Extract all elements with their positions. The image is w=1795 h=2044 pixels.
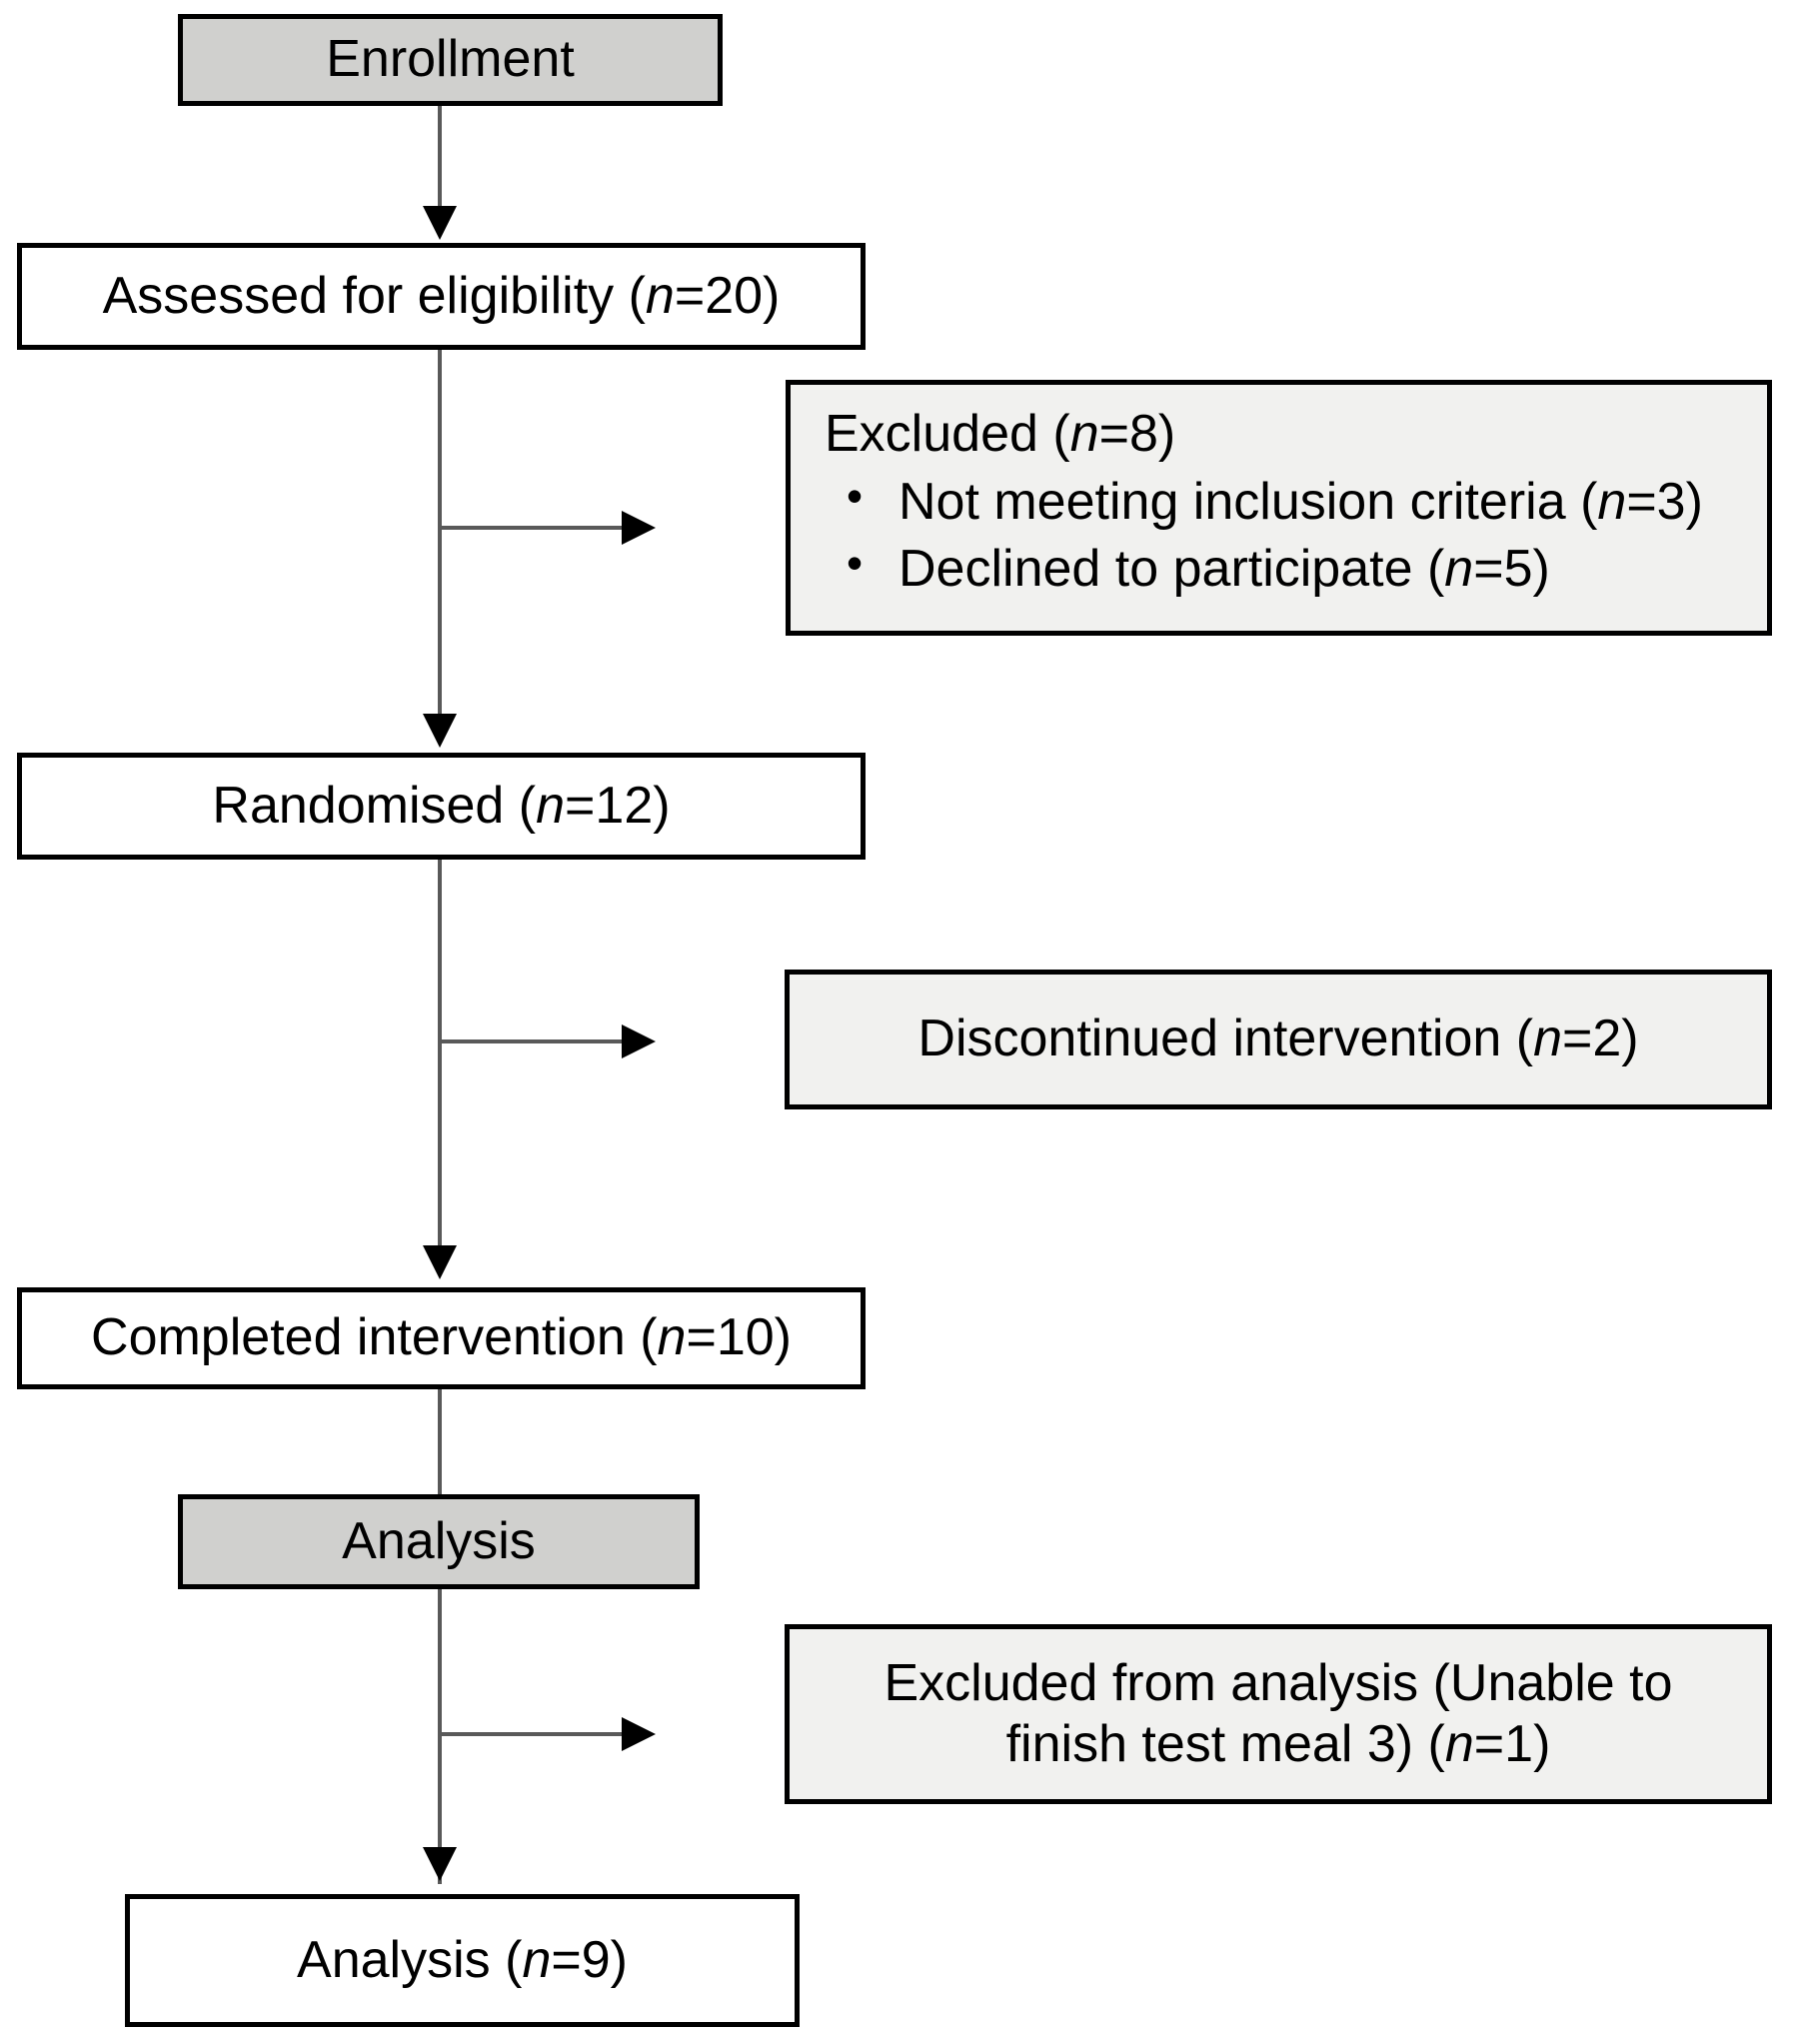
stage-header-enrollment: Enrollment	[178, 14, 723, 106]
node-assessed-for-eligibility: Assessed for eligibility (n=20)	[17, 243, 866, 350]
list-item: Declined to participate (n=5)	[825, 534, 1703, 603]
node-analysis-result-label: Analysis (n=9)	[297, 1930, 628, 1989]
connector-enrollment-to-assessed	[438, 106, 442, 211]
arrowhead-randomised-to-completed	[423, 1245, 457, 1279]
connector-analysis-header-to-result	[438, 1589, 442, 1884]
arrowhead-analysis-to-result	[423, 1847, 457, 1881]
node-randomised: Randomised (n=12)	[17, 753, 866, 860]
node-discontinued-intervention-label: Discontinued intervention (n=2)	[917, 1010, 1639, 1068]
stage-header-enrollment-label: Enrollment	[326, 30, 575, 89]
connector-completed-to-analysis-header	[438, 1389, 442, 1504]
connector-assessed-to-randomised	[438, 350, 442, 718]
node-excluded-reason-list: Not meeting inclusion criteria (n=3) Dec…	[825, 467, 1703, 603]
connector-randomised-to-completed	[438, 860, 442, 1249]
arrowhead-enrollment-to-assessed	[423, 206, 457, 240]
node-assessed-for-eligibility-label: Assessed for eligibility (n=20)	[102, 266, 781, 325]
list-item: Not meeting inclusion criteria (n=3)	[825, 467, 1703, 536]
node-completed-intervention-label: Completed intervention (n=10)	[91, 1308, 792, 1367]
node-excluded-content: Excluded (n=8) Not meeting inclusion cri…	[791, 385, 1703, 602]
arrowhead-analysis-to-excluded	[622, 1717, 656, 1751]
node-completed-intervention: Completed intervention (n=10)	[17, 1287, 866, 1389]
node-analysis-result: Analysis (n=9)	[125, 1894, 800, 2027]
stage-header-analysis: Analysis	[178, 1494, 700, 1589]
node-excluded-header: Excluded (n=8)	[825, 405, 1176, 463]
node-excluded-from-analysis-label: Excluded from analysis (Unable to finish…	[884, 1653, 1673, 1773]
arrowhead-assessed-to-randomised	[423, 714, 457, 748]
node-randomised-label: Randomised (n=12)	[212, 776, 671, 835]
node-discontinued-intervention: Discontinued intervention (n=2)	[785, 970, 1772, 1109]
connector-assessed-to-excluded	[440, 526, 640, 530]
arrowhead-assessed-to-excluded	[622, 511, 656, 545]
connector-analysis-to-excluded	[440, 1732, 640, 1736]
arrowhead-randomised-to-discontinued	[622, 1024, 656, 1058]
stage-header-analysis-label: Analysis	[342, 1511, 536, 1570]
node-excluded: Excluded (n=8) Not meeting inclusion cri…	[786, 380, 1772, 636]
connector-randomised-to-discontinued	[440, 1039, 640, 1043]
node-excluded-from-analysis: Excluded from analysis (Unable to finish…	[785, 1624, 1772, 1804]
